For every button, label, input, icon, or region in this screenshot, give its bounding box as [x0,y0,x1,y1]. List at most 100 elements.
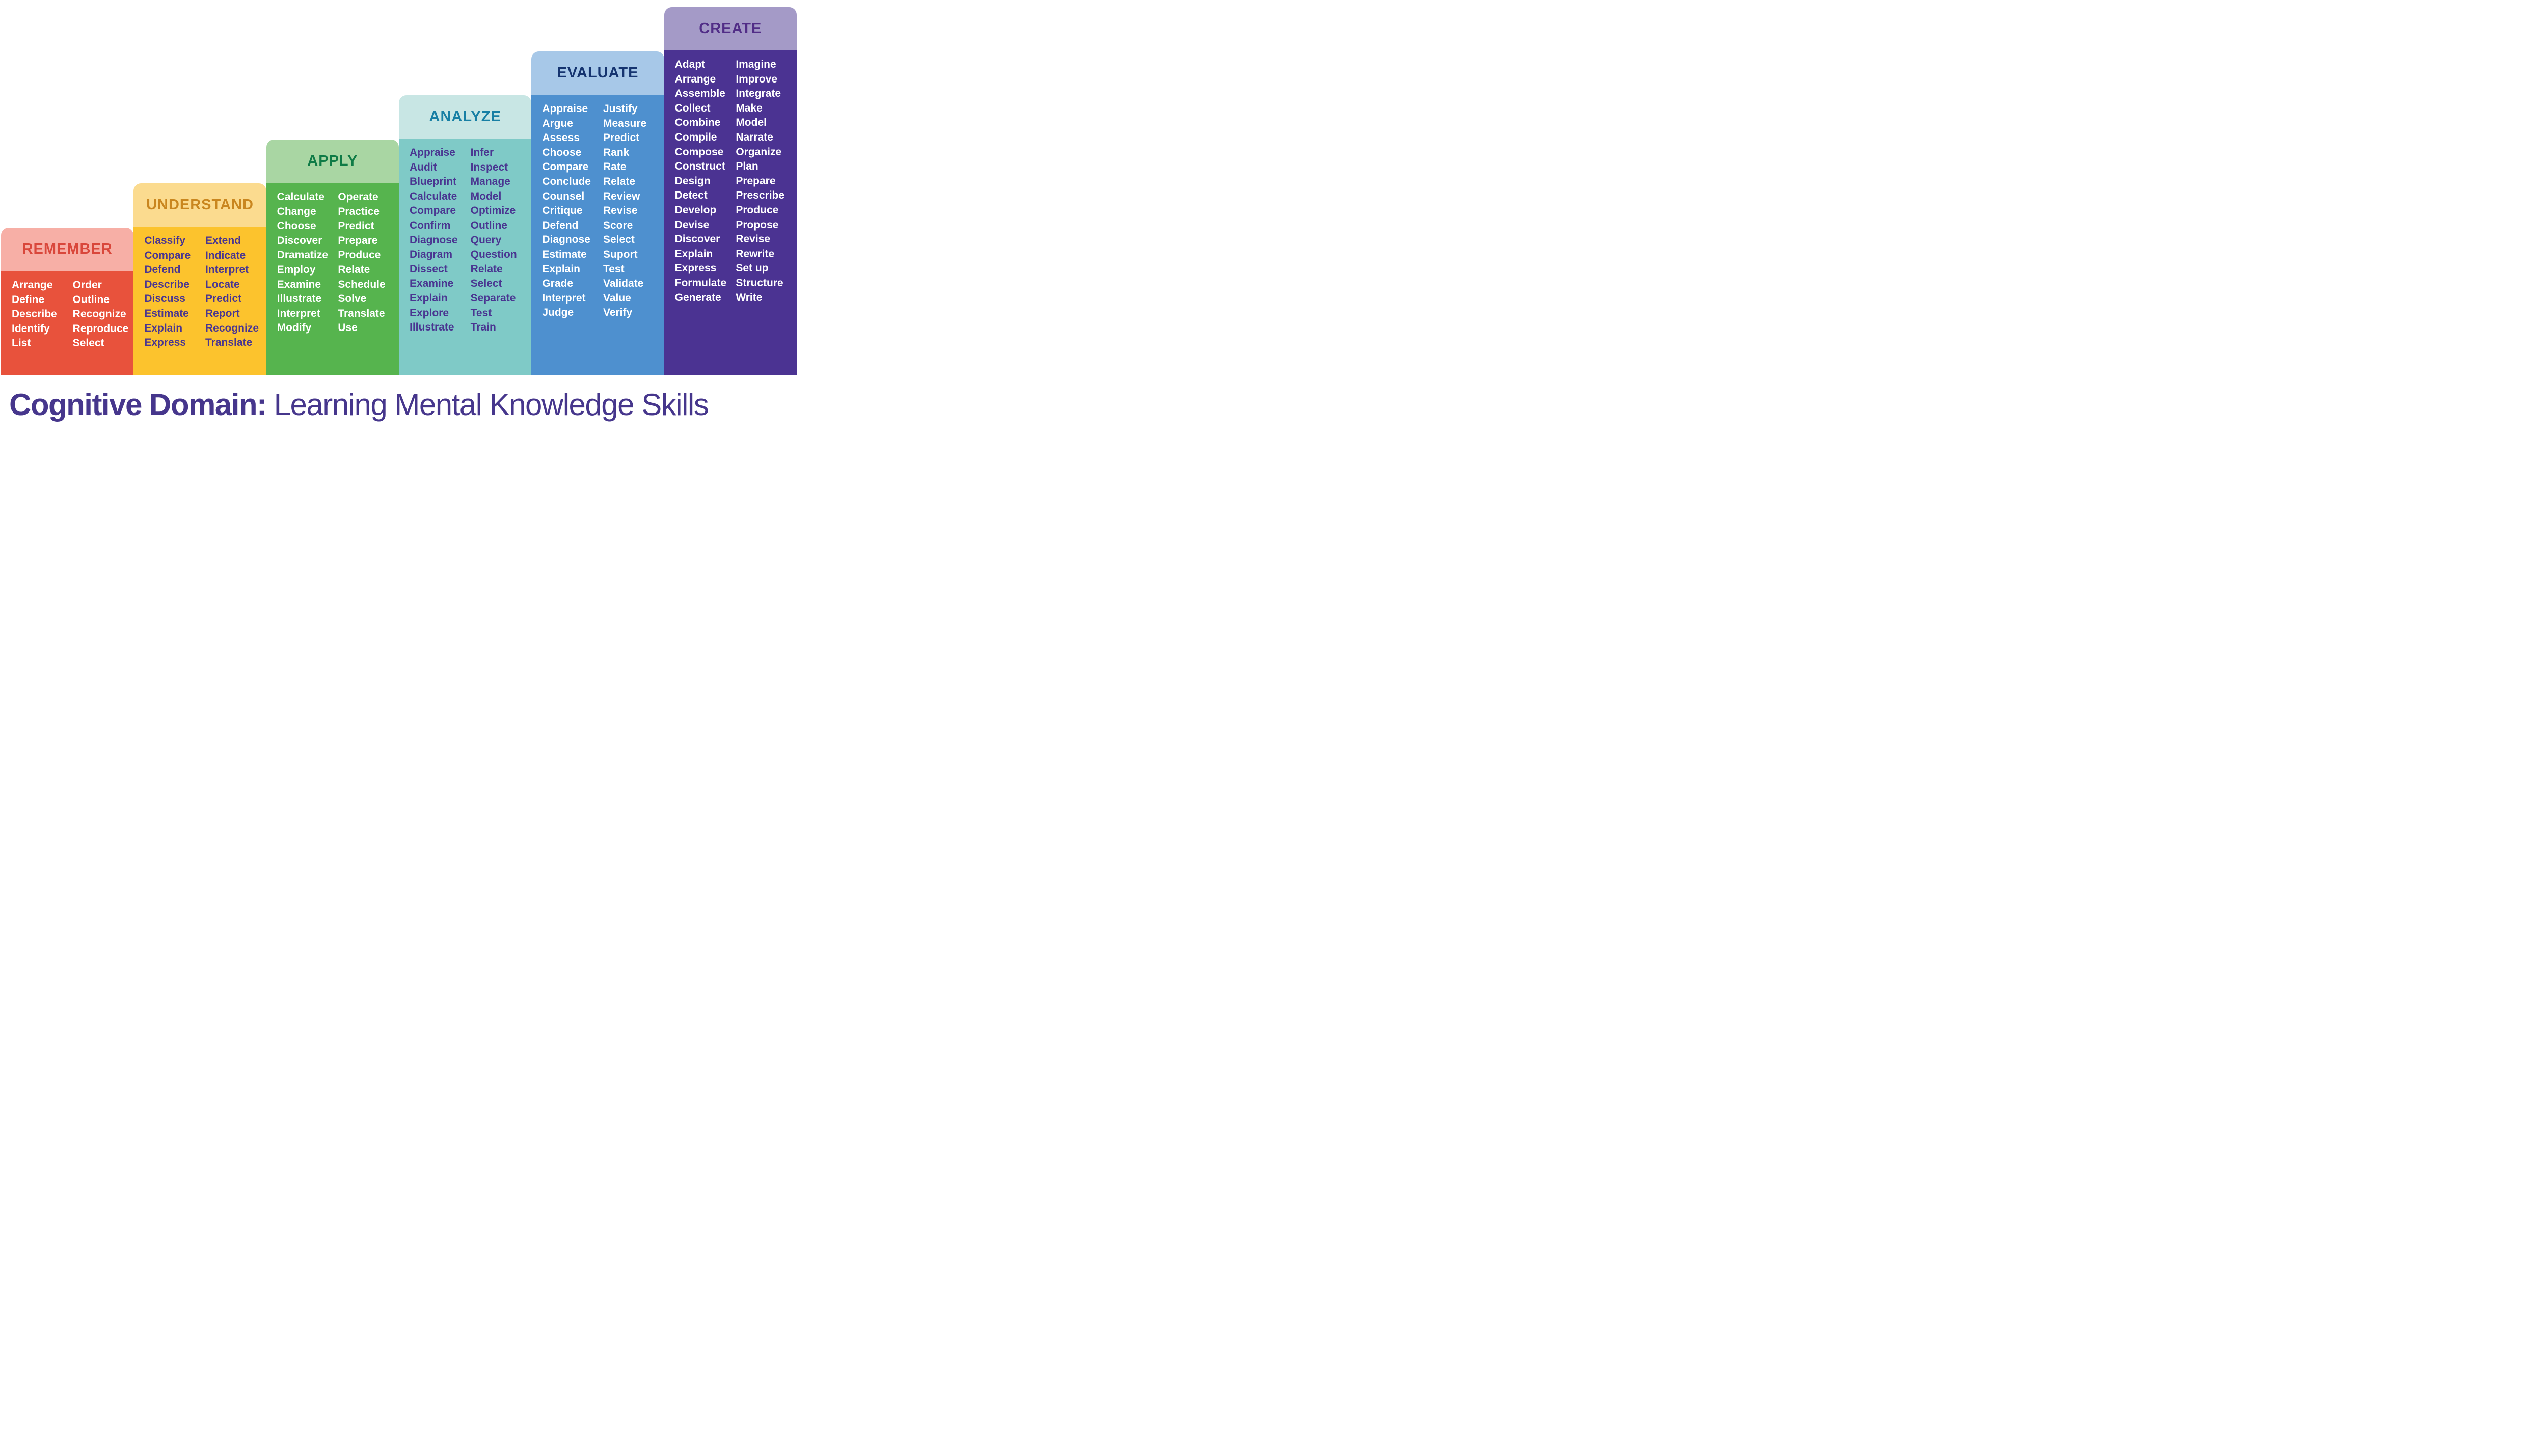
word: Discover [277,234,322,246]
word: Defend [144,264,181,276]
word: Set up [736,262,769,274]
word: Modify [277,322,312,334]
word: Justify [603,103,638,115]
word: Compare [542,161,589,173]
word: Assemble [674,88,725,100]
word: Translate [338,307,385,319]
word: Inspect [470,161,508,173]
word: Recognize [72,308,126,320]
word: Outline [470,219,507,231]
level-title-create: CREATE [699,20,762,37]
word: Integrate [736,88,781,100]
word: Revise [736,233,771,245]
word: Define [12,293,45,306]
word: Express [144,337,186,349]
word: Diagnose [409,234,458,246]
word: Score [603,219,633,231]
word: Prescribe [736,189,785,202]
word: Explain [674,248,713,260]
word: Train [470,321,496,334]
word: Arrange [674,73,716,85]
level-header-create: CREATE [664,7,797,50]
word: Rank [603,146,630,158]
word: Propose [736,218,779,231]
word: List [12,337,31,349]
level-title-analyze: ANALYZE [429,108,501,125]
word: Generate [674,291,721,304]
word: Design [674,175,711,187]
word: Order [72,279,102,291]
word: Develop [674,204,717,216]
word: Predict [205,293,242,305]
word: Separate [470,292,516,304]
level-title-understand: UNDERSTAND [146,197,254,213]
word: Revise [603,205,638,217]
word: Indicate [205,249,246,261]
word: Argue [542,117,573,129]
word: Select [72,337,104,349]
word: Rewrite [736,248,775,260]
word: Explain [409,292,448,304]
word: Diagnose [542,234,590,246]
word: Change [277,205,316,217]
word: Defend [542,219,579,231]
level-header-remember: REMEMBER [1,228,134,271]
word: Examine [277,278,321,290]
word: Prepare [338,234,378,246]
word: Use [338,322,358,334]
word: Illustrate [409,321,454,334]
word: Model [736,117,767,129]
word: Compare [144,249,191,261]
word: Formulate [674,277,727,289]
level-header-evaluate: EVALUATE [531,51,664,95]
word: Test [603,263,625,275]
word: Solve [338,293,367,305]
word: Locate [205,278,240,290]
word: Counsel [542,190,585,202]
level-title-evaluate: EVALUATE [557,65,639,81]
word: Choose [542,146,582,158]
word: Prepare [736,175,776,187]
word: Predict [603,132,640,144]
word: Predict [338,220,374,232]
word: Discuss [144,293,185,305]
word: Choose [277,220,316,232]
word: Grade [542,278,574,290]
word: Recognize [205,322,259,334]
word: Compose [674,146,724,158]
word: Explain [542,263,581,275]
word: Validate [603,278,644,290]
word: Appraise [542,103,588,115]
word: Infer [470,147,494,158]
word: Collect [674,102,711,114]
word: Outline [72,293,110,306]
word: Assess [542,132,580,144]
word: Blueprint [409,176,457,188]
word: Critique [542,205,583,217]
level-title-apply: APPLY [307,153,358,169]
word: Narrate [736,131,773,143]
level-header-analyze: ANALYZE [398,95,532,139]
word: Describe [12,308,57,320]
word: Operate [338,191,378,203]
word: Compare [409,205,456,217]
word: Imagine [736,59,776,70]
